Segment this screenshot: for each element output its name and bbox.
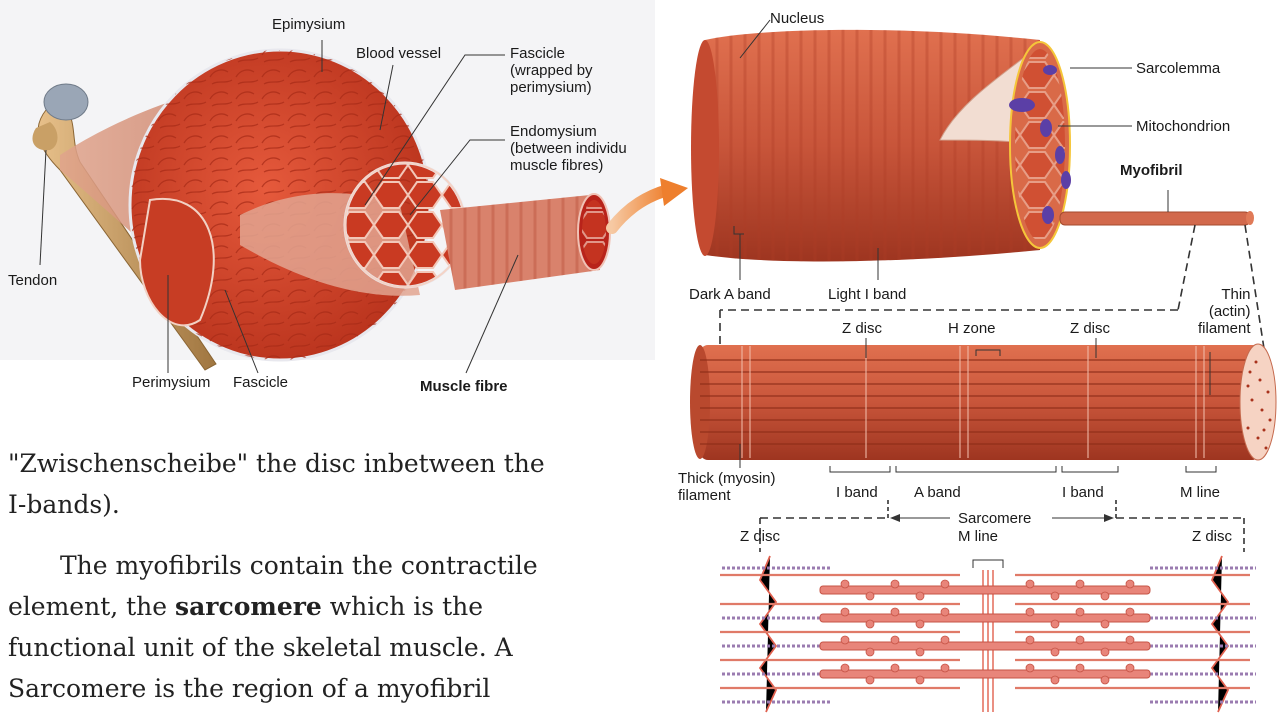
label-fascicle: Fascicle bbox=[233, 374, 288, 391]
label-z-disc-1: Z disc bbox=[842, 320, 882, 337]
sarcomere-term: sarcomere bbox=[175, 592, 322, 621]
body-line-6: Sarcomere is the region of a myofibril bbox=[8, 668, 618, 709]
label-i-band-2: I band bbox=[1062, 484, 1104, 501]
body-line-2: I-bands). bbox=[8, 484, 618, 525]
label-a-band: A band bbox=[914, 484, 961, 501]
label-sarcomere: Sarcomere bbox=[956, 510, 1033, 527]
body-line-5: functional unit of the skeletal muscle. … bbox=[8, 627, 618, 668]
label-z-disc-2: Z disc bbox=[1070, 320, 1110, 337]
body-line-4: element, the sarcomere which is the bbox=[8, 586, 618, 627]
label-light-i-band: Light I band bbox=[828, 286, 906, 303]
body-line-1: "Zwischenscheibe" the disc inbetween the bbox=[8, 443, 618, 484]
myofibril-diagram bbox=[690, 344, 1276, 460]
label-m-line-1: M line bbox=[1180, 484, 1220, 501]
label-myofibril: Myofibril bbox=[1120, 162, 1183, 179]
label-thin-filament: Thin (actin) filament bbox=[1198, 286, 1251, 337]
sarcomere-diagram bbox=[708, 552, 1256, 718]
label-epimysium: Epimysium bbox=[272, 16, 345, 33]
label-sarcolemma: Sarcolemma bbox=[1136, 60, 1220, 77]
label-blood-vessel: Blood vessel bbox=[356, 45, 441, 62]
label-thick-filament: Thick (myosin) filament bbox=[678, 470, 776, 504]
label-muscle-fibre: Muscle fibre bbox=[420, 378, 508, 395]
label-dark-a-band: Dark A band bbox=[689, 286, 771, 303]
label-z-disc-4: Z disc bbox=[1192, 528, 1232, 545]
label-mitochondrion: Mitochondrion bbox=[1136, 118, 1230, 135]
label-fascicle-wrapped: Fascicle (wrapped by perimysium) bbox=[510, 45, 593, 96]
label-i-band-1: I band bbox=[836, 484, 878, 501]
label-m-line-2: M line bbox=[958, 528, 998, 545]
label-perimysium: Perimysium bbox=[132, 374, 210, 391]
label-endomysium: Endomysium (between individu muscle fibr… bbox=[510, 123, 627, 174]
label-nucleus: Nucleus bbox=[770, 10, 824, 27]
body-line-4-pre: element, the bbox=[8, 592, 175, 621]
label-z-disc-3: Z disc bbox=[740, 528, 780, 545]
body-line-3: The myofibrils contain the contractile bbox=[8, 545, 620, 586]
body-line-4-post: which is the bbox=[322, 592, 483, 621]
label-tendon: Tendon bbox=[8, 272, 57, 289]
label-h-zone: H zone bbox=[948, 320, 996, 337]
